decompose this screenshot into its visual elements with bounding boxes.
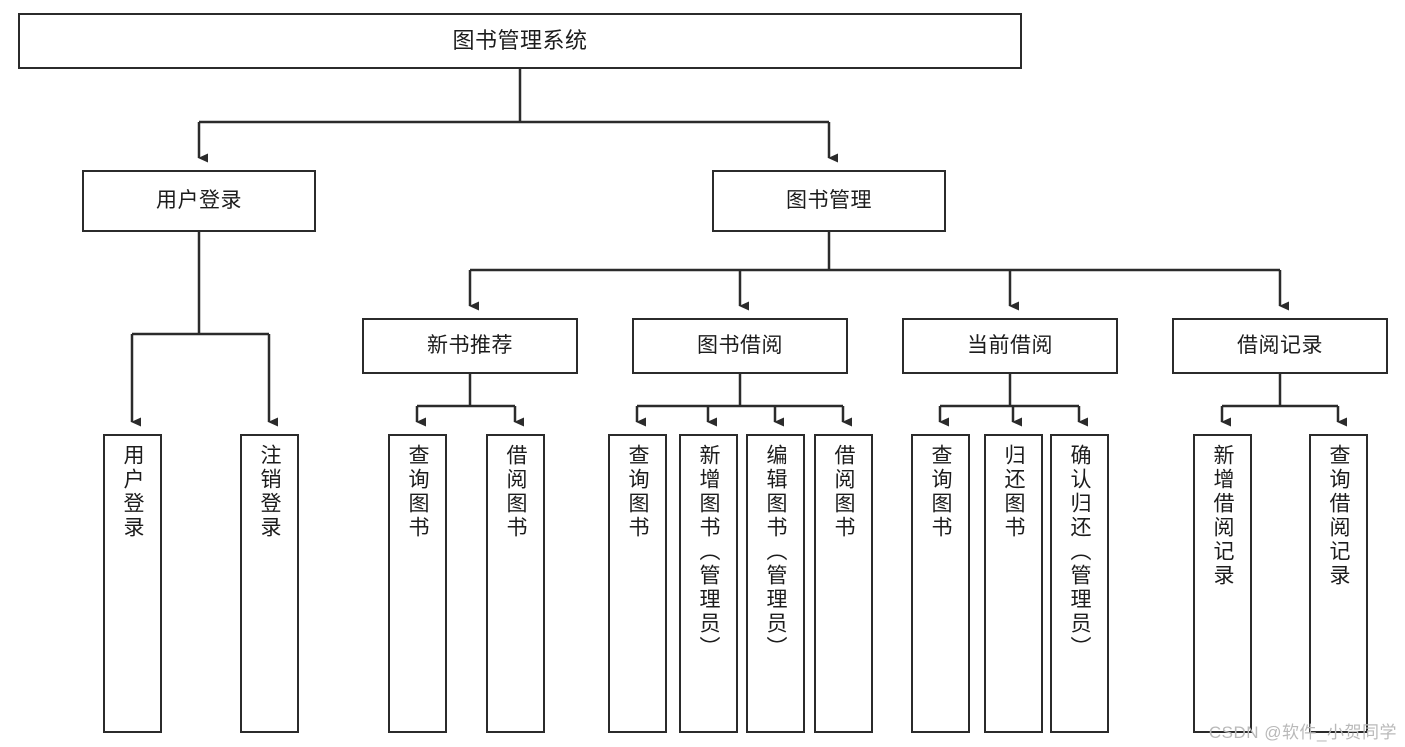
node-leaf-rec-borrow[interactable]: 借阅图书 <box>486 434 545 733</box>
node-book-manage[interactable]: 图书管理 <box>712 170 946 232</box>
node-leaf-borrow-add-label: 新增图书（管理员） <box>697 444 720 660</box>
node-leaf-user-logout-label: 注销登录 <box>258 444 281 540</box>
node-leaf-cur-query-label: 查询图书 <box>929 444 952 540</box>
connector-currentborrow-to-leaves <box>938 374 1088 427</box>
node-leaf-cur-return[interactable]: 归还图书 <box>984 434 1043 733</box>
node-leaf-rec-add-label: 新增借阅记录 <box>1211 444 1234 588</box>
node-root-label: 图书管理系统 <box>452 28 588 54</box>
node-leaf-cur-return-label: 归还图书 <box>1002 444 1025 540</box>
node-book-borrow-label: 图书借阅 <box>697 333 783 357</box>
connector-borrowrecord-to-leaves <box>1220 374 1347 427</box>
node-leaf-borrow-edit-label: 编辑图书（管理员） <box>764 444 787 660</box>
node-leaf-rec-query-label: 查询图书 <box>406 444 429 540</box>
node-current-borrow-label: 当前借阅 <box>967 333 1053 357</box>
node-leaf-borrow-lend-label: 借阅图书 <box>832 444 855 540</box>
node-new-book-rec-label: 新书推荐 <box>427 333 513 357</box>
connector-bookborrow-to-leaves <box>635 374 852 427</box>
node-leaf-borrow-edit[interactable]: 编辑图书（管理员） <box>746 434 805 733</box>
connector-userlogin-to-leaves <box>130 232 278 427</box>
node-current-borrow[interactable]: 当前借阅 <box>902 318 1118 374</box>
watermark: CSDN @软件_小贺同学 <box>1208 723 1397 742</box>
node-root[interactable]: 图书管理系统 <box>18 13 1022 69</box>
node-leaf-cur-query[interactable]: 查询图书 <box>911 434 970 733</box>
node-book-borrow[interactable]: 图书借阅 <box>632 318 848 374</box>
node-leaf-rec-borrow-label: 借阅图书 <box>504 444 527 540</box>
node-leaf-rec-query[interactable]: 查询图书 <box>388 434 447 733</box>
node-leaf-user-login[interactable]: 用户登录 <box>103 434 162 733</box>
connector-newbookrec-to-leaves <box>415 374 524 427</box>
node-leaf-borrow-lend[interactable]: 借阅图书 <box>814 434 873 733</box>
node-leaf-rec-query2[interactable]: 查询借阅记录 <box>1309 434 1368 733</box>
connector-bookmanage-to-level3 <box>468 232 1289 311</box>
node-user-login[interactable]: 用户登录 <box>82 170 316 232</box>
node-leaf-borrow-query-label: 查询图书 <box>626 444 649 540</box>
node-borrow-record-label: 借阅记录 <box>1237 333 1323 357</box>
node-leaf-user-login-label: 用户登录 <box>121 444 144 540</box>
node-leaf-borrow-query[interactable]: 查询图书 <box>608 434 667 733</box>
node-user-login-label: 用户登录 <box>156 188 242 212</box>
node-leaf-borrow-add[interactable]: 新增图书（管理员） <box>679 434 738 733</box>
node-leaf-rec-query2-label: 查询借阅记录 <box>1327 444 1350 588</box>
node-leaf-cur-confirm[interactable]: 确认归还（管理员） <box>1050 434 1109 733</box>
connector-root-to-level2 <box>197 69 838 163</box>
node-leaf-cur-confirm-label: 确认归还（管理员） <box>1068 444 1091 660</box>
node-leaf-user-logout[interactable]: 注销登录 <box>240 434 299 733</box>
node-new-book-rec[interactable]: 新书推荐 <box>362 318 578 374</box>
node-leaf-rec-add[interactable]: 新增借阅记录 <box>1193 434 1252 733</box>
node-borrow-record[interactable]: 借阅记录 <box>1172 318 1388 374</box>
node-book-manage-label: 图书管理 <box>786 188 872 212</box>
